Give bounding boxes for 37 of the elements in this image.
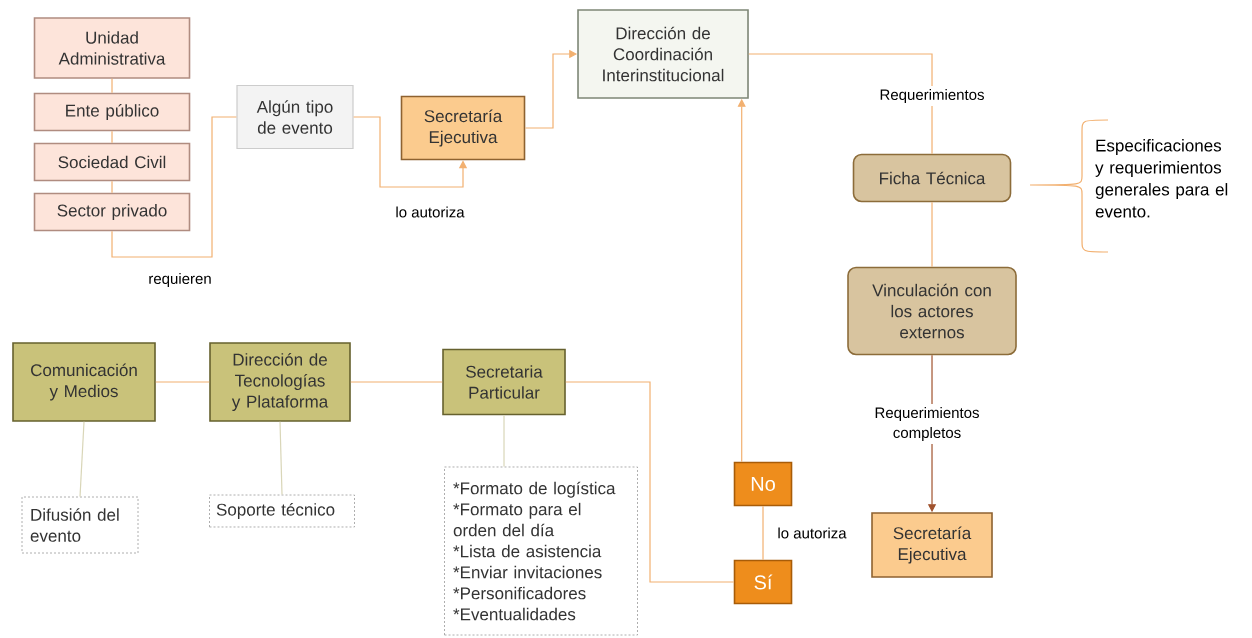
connector-line — [111, 180, 113, 194]
connector-line — [748, 53, 933, 155]
process-box: Ficha Técnica — [852, 153, 1012, 203]
process-box: Vinculación con los actores externos — [847, 266, 1017, 356]
decision-box: Sí — [733, 559, 793, 605]
connector-line — [111, 116, 237, 258]
connector-line — [931, 201, 933, 268]
connector-line — [565, 381, 735, 583]
process-box: Ente público — [33, 92, 191, 132]
connector-line — [111, 130, 113, 144]
connector-line — [155, 381, 210, 383]
decision-box: No — [733, 461, 793, 507]
edge-label: lo autoriza — [396, 206, 465, 218]
process-box: Unidad Administrativa — [33, 17, 191, 79]
connector-line — [111, 78, 113, 94]
connector-line — [503, 414, 505, 468]
connector-line — [350, 381, 443, 383]
process-box: Secretaría Ejecutiva — [400, 95, 526, 161]
process-box: Sociedad Civil — [33, 142, 191, 182]
process-box: Secretaria Particular — [442, 348, 566, 416]
note-box: Difusión del evento — [21, 496, 139, 554]
process-box: Dirección de Tecnologías y Plataforma — [209, 342, 351, 422]
note-box: Soporte técnico — [209, 494, 355, 528]
edge-label: Requerimientos completos — [862, 404, 992, 444]
note-text: Especificaciones y requerimientos generales para el evento. — [1095, 139, 1228, 218]
process-box: Sector privado — [33, 192, 191, 232]
note-box: *Formato de logística *Formato para el orden del día *Lista de asistencia *Enviar invitaciones *Personificadores *Eventualidades — [444, 466, 638, 636]
connector-line — [762, 505, 764, 561]
edge-label: requieren — [149, 273, 211, 287]
process-box: Secretaría Ejecutiva — [871, 512, 993, 578]
connector-line — [279, 421, 283, 496]
connector-line — [79, 421, 85, 498]
process-box: Dirección de Coordinación Interinstitucional — [577, 9, 749, 99]
edge-label: lo autoriza — [778, 527, 847, 539]
process-box: Algún tipo de evento — [236, 84, 354, 150]
edge-label: Requerimientos — [876, 86, 988, 106]
process-box: Comunicación y Medios — [12, 342, 156, 422]
